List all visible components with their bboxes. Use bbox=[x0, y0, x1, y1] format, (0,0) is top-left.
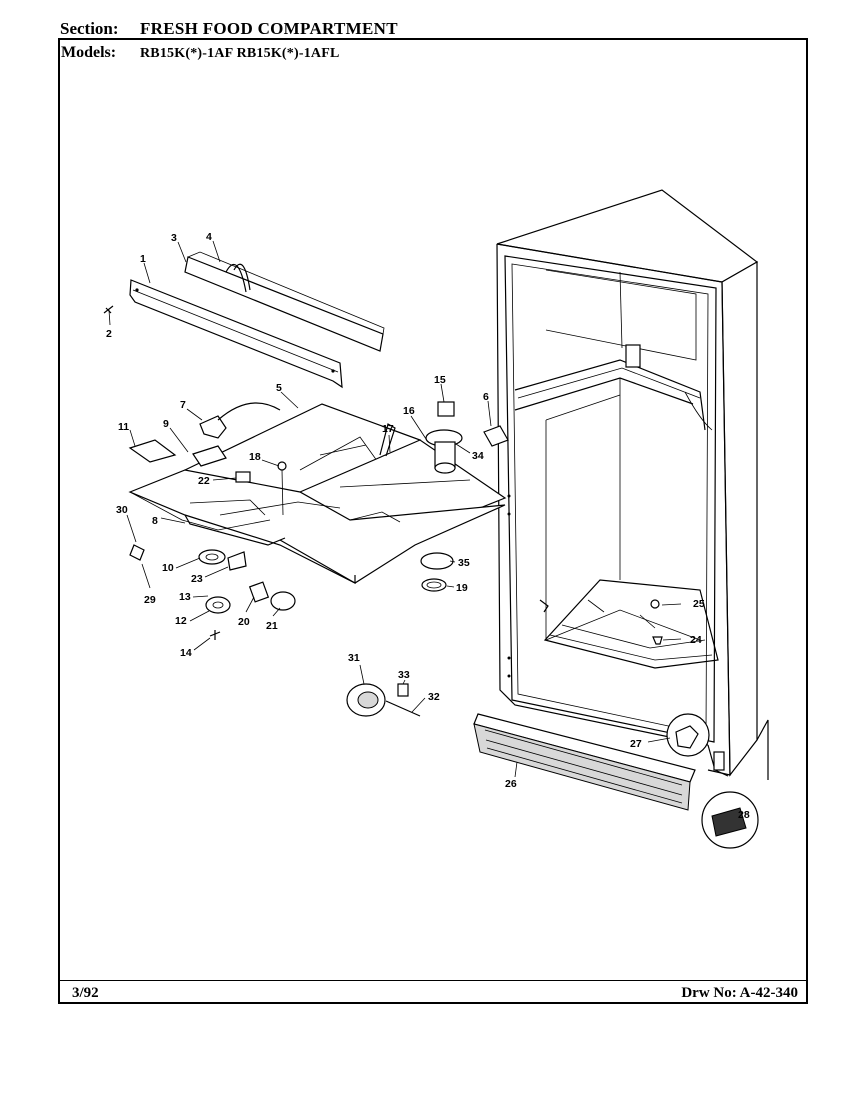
leader-lines bbox=[108, 240, 682, 778]
callout-3: 3 bbox=[171, 232, 177, 244]
callout-10: 10 bbox=[162, 562, 174, 574]
callout-11: 11 bbox=[118, 421, 129, 433]
callout-35: 35 bbox=[458, 557, 470, 569]
callout-labels: 1 2 3 4 5 6 7 8 9 10 11 12 13 14 15 16 1… bbox=[106, 231, 750, 821]
base-grille bbox=[473, 713, 696, 811]
callout-15: 15 bbox=[434, 374, 446, 386]
callout-22: 22 bbox=[198, 475, 210, 487]
callout-29: 29 bbox=[144, 594, 156, 606]
callout-30: 30 bbox=[116, 504, 128, 516]
callout-6: 6 bbox=[483, 391, 489, 403]
hinge-detail bbox=[666, 713, 759, 849]
callout-34: 34 bbox=[472, 450, 484, 462]
callout-17: 17 bbox=[382, 423, 394, 435]
callout-16: 16 bbox=[403, 405, 415, 417]
callout-13: 13 bbox=[179, 591, 191, 603]
callout-7: 7 bbox=[180, 399, 186, 411]
small-parts bbox=[128, 439, 663, 717]
callout-1: 1 bbox=[140, 253, 146, 265]
callout-18: 18 bbox=[249, 451, 261, 463]
refrigerator-cabinet bbox=[496, 189, 769, 780]
callout-20: 20 bbox=[238, 616, 250, 628]
models-label: Models: bbox=[61, 44, 117, 61]
section-label: Section: bbox=[60, 19, 119, 38]
callout-26: 26 bbox=[505, 778, 517, 790]
callout-21: 21 bbox=[266, 620, 278, 632]
callout-4: 4 bbox=[206, 231, 212, 243]
section-title: FRESH FOOD COMPARTMENT bbox=[140, 19, 398, 38]
callout-31: 31 bbox=[348, 652, 360, 664]
callout-27: 27 bbox=[630, 738, 642, 750]
callout-28-detail: 28 bbox=[738, 809, 750, 821]
models-list: RB15K(*)-1AF RB15K(*)-1AFL bbox=[140, 46, 340, 61]
callout-25: 25 bbox=[693, 598, 705, 610]
callout-2: 2 bbox=[106, 328, 112, 340]
callout-12: 12 bbox=[175, 615, 187, 627]
footer-divider bbox=[58, 980, 808, 981]
callout-9: 9 bbox=[163, 418, 169, 430]
callout-33: 33 bbox=[398, 669, 410, 681]
callout-24: 24 bbox=[690, 634, 702, 646]
revision-date: 3/92 bbox=[72, 985, 99, 1001]
drawing-frame bbox=[58, 38, 808, 1004]
callout-32: 32 bbox=[428, 691, 440, 703]
callout-5: 5 bbox=[276, 382, 282, 394]
top-trim-parts bbox=[103, 251, 385, 389]
drawing-number: Drw No: A-42-340 bbox=[681, 985, 798, 1001]
callout-23: 23 bbox=[191, 573, 203, 585]
control-housing-assembly bbox=[128, 401, 509, 585]
callout-19: 19 bbox=[456, 582, 468, 594]
callout-14: 14 bbox=[180, 647, 192, 659]
callout-8: 8 bbox=[152, 515, 158, 527]
